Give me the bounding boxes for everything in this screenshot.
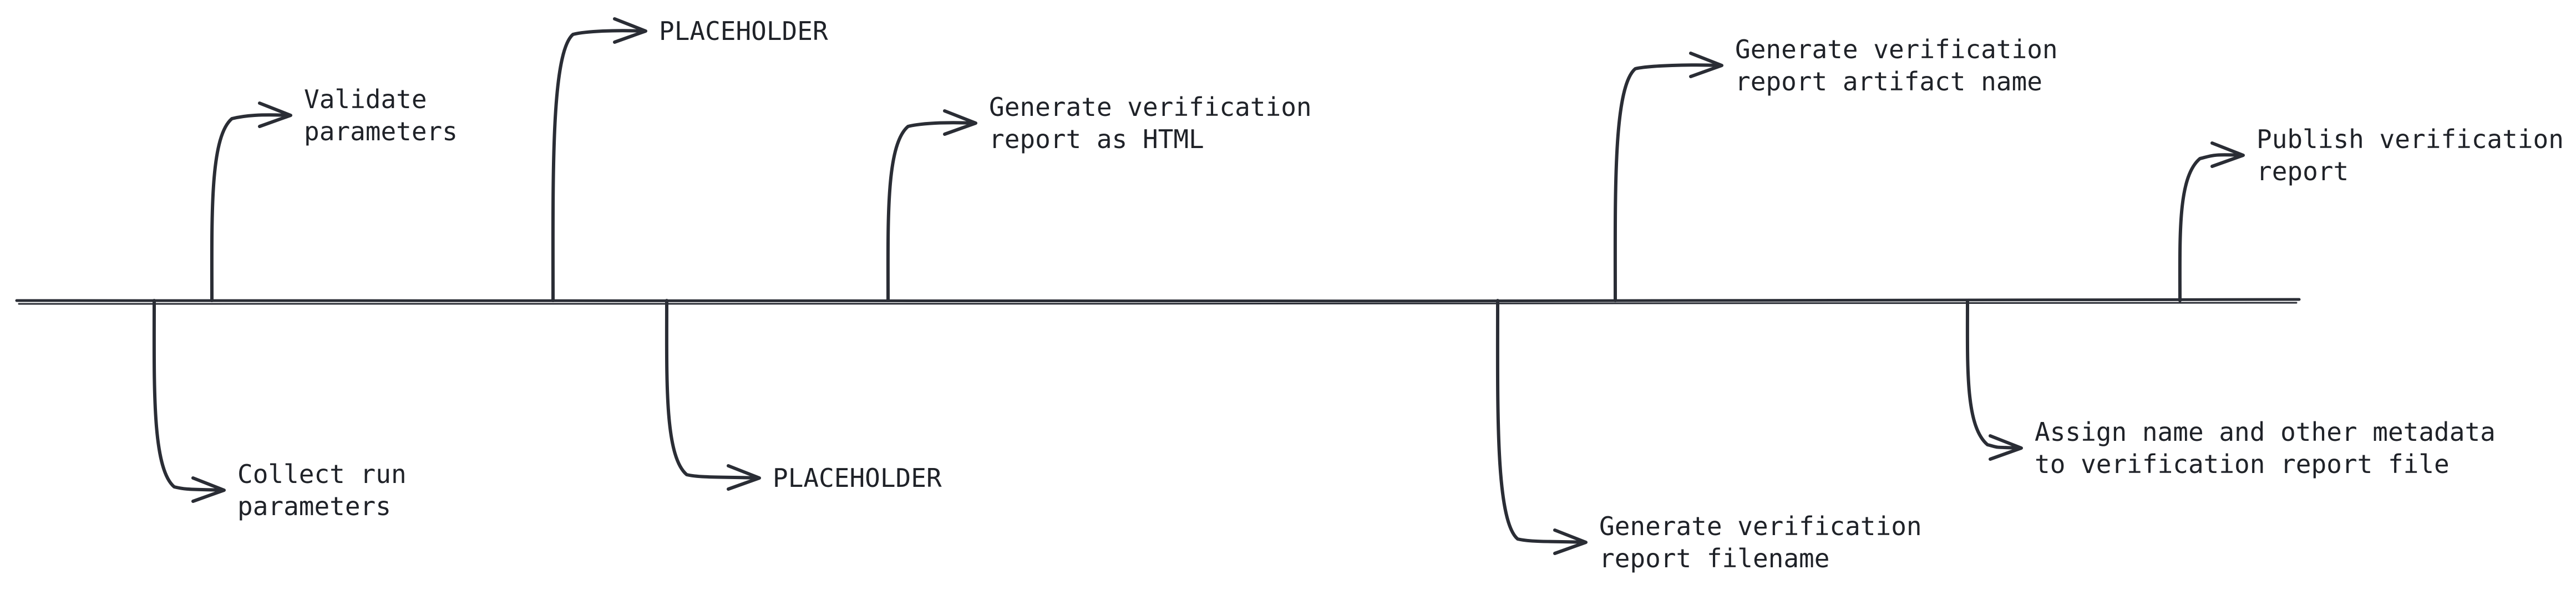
connector-collect-run-parameters bbox=[152, 299, 224, 492]
event-label-line: report filename bbox=[1599, 543, 1829, 573]
event-label-line: Assign name and other metadata bbox=[2035, 417, 2496, 447]
event-label-line: PLACEHOLDER bbox=[773, 463, 942, 493]
event-label-generate-artifact-name: Generate verification report artifact nam… bbox=[1735, 34, 2058, 96]
event-label-line: to verification report file bbox=[2035, 449, 2450, 479]
event-label-line: parameters bbox=[237, 491, 391, 521]
event-label-line: PLACEHOLDER bbox=[659, 16, 828, 46]
arrowhead-generate-report-html bbox=[943, 109, 977, 136]
event-label-line: Generate verification bbox=[1735, 34, 2058, 64]
arrowhead-placeholder-bottom bbox=[727, 464, 761, 491]
event-label-line: Validate bbox=[304, 84, 427, 114]
connector-placeholder-top bbox=[551, 29, 645, 302]
connector-generate-artifact-name bbox=[1613, 63, 1721, 302]
event-label-placeholder-bottom: PLACEHOLDER bbox=[773, 463, 942, 493]
connector-generate-report-filename bbox=[1495, 299, 1585, 544]
arrowhead-validate-parameters bbox=[258, 101, 292, 128]
event-label-line: Generate verification bbox=[1599, 511, 1922, 541]
arrowhead-publish-report bbox=[2210, 141, 2245, 168]
event-label-line: parameters bbox=[304, 116, 458, 146]
event-connectors bbox=[152, 17, 2245, 555]
event-label-line: report as HTML bbox=[989, 124, 1204, 154]
event-label-line: Collect run bbox=[237, 459, 407, 489]
event-label-line: Generate verification bbox=[989, 92, 1312, 122]
connector-validate-parameters bbox=[210, 113, 290, 302]
connector-publish-report bbox=[2178, 153, 2243, 302]
connector-placeholder-bottom bbox=[665, 299, 759, 480]
event-label-line: Publish verification bbox=[2256, 124, 2564, 154]
arrowhead-generate-report-filename bbox=[1553, 528, 1588, 555]
event-label-placeholder-top: PLACEHOLDER bbox=[659, 16, 828, 46]
arrowhead-generate-artifact-name bbox=[1689, 52, 1723, 78]
event-label-line: report bbox=[2256, 156, 2349, 186]
event-label-line: report artifact name bbox=[1735, 67, 2042, 96]
arrowhead-collect-run-parameters bbox=[191, 476, 226, 503]
connector-assign-metadata bbox=[1965, 299, 2021, 450]
arrowhead-placeholder-top bbox=[613, 17, 647, 44]
timeline-axis bbox=[15, 298, 2301, 305]
connector-generate-report-html bbox=[886, 121, 975, 302]
arrowhead-assign-metadata bbox=[1989, 434, 2023, 461]
